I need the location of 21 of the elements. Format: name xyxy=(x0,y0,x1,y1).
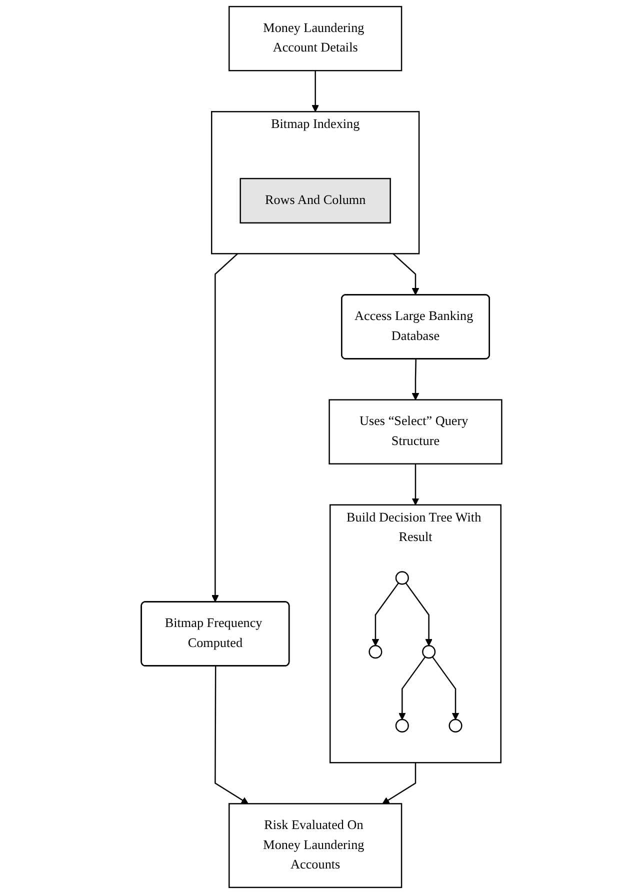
node-box: Risk Evaluated On Money Laundering Accounts xyxy=(228,803,402,888)
arrow xyxy=(382,762,416,804)
node-box: Uses “Select” Query Structure xyxy=(328,399,502,464)
node-circle xyxy=(448,718,462,732)
arrow xyxy=(398,656,426,720)
arrow xyxy=(412,464,420,506)
node-circle xyxy=(368,645,382,659)
arrow xyxy=(432,656,460,720)
arrow xyxy=(312,70,319,112)
arrow xyxy=(212,253,238,602)
node-box: Rows And Column xyxy=(240,178,391,224)
cluster: Build Decision Tree With Result xyxy=(330,504,502,764)
arrow xyxy=(372,582,400,646)
node-circle xyxy=(422,645,436,659)
arrow xyxy=(392,253,420,296)
arrow xyxy=(412,359,420,400)
arrow xyxy=(405,582,432,646)
node-circle xyxy=(395,571,409,585)
arrow xyxy=(214,666,248,804)
node-circle xyxy=(395,718,409,732)
node-box: Money Laundering Account Details xyxy=(228,6,402,72)
